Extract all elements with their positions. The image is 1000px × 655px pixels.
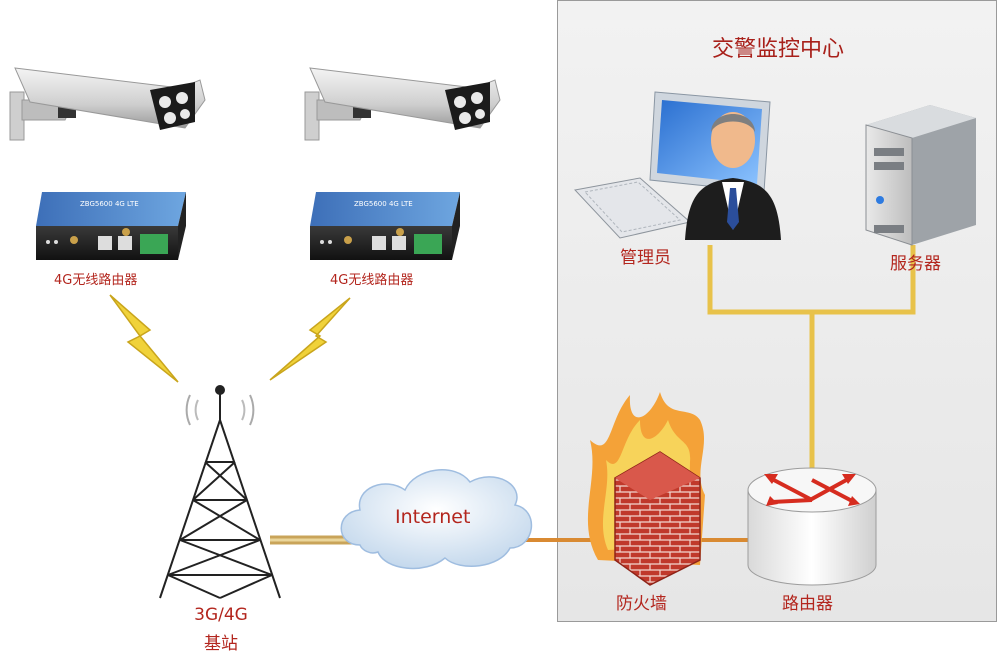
router-left-label: 4G无线路由器 <box>54 273 138 288</box>
station-label-line2: 基站 <box>204 634 238 654</box>
person-icon <box>685 112 781 240</box>
model-text: ZBG5600 4G LTE <box>354 200 413 208</box>
lightning-icon <box>269 297 351 381</box>
admin-label: 管理员 <box>620 248 671 268</box>
internet-label: Internet <box>395 506 471 528</box>
camera-icon <box>9 67 206 141</box>
router-label: 路由器 <box>782 594 833 614</box>
keyboard-icon <box>574 177 692 239</box>
router-icon <box>747 467 877 586</box>
router-right-label: 4G无线路由器 <box>330 273 414 288</box>
cloud-icon <box>340 469 532 570</box>
firewall-label: 防火墙 <box>616 594 667 614</box>
camera-icon <box>304 67 501 141</box>
model-text: ZBG5600 4G LTE <box>80 200 139 208</box>
tower-icon <box>159 385 281 599</box>
server-icon <box>865 105 976 246</box>
4g-router-icon: ZBG5600 4G LTE <box>310 192 460 260</box>
4g-router-icon: ZBG5600 4G LTE <box>36 192 186 260</box>
firewall-icon <box>587 392 705 586</box>
panel-title: 交警监控中心 <box>711 37 844 62</box>
station-label-line1: 3G/4G <box>194 605 248 625</box>
server-label: 服务器 <box>890 254 941 274</box>
lightning-icon <box>109 294 179 383</box>
